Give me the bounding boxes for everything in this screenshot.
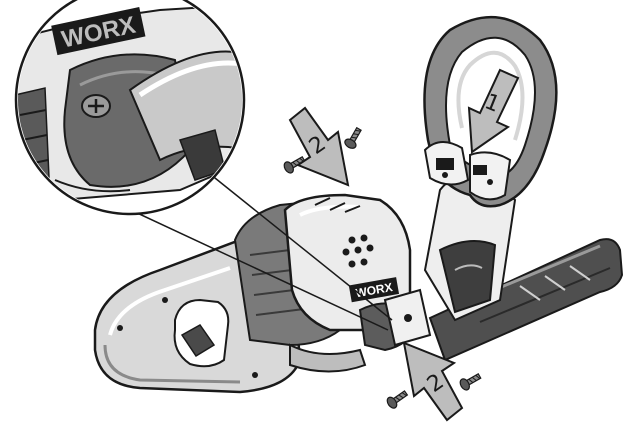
vent-holes — [342, 234, 374, 268]
trimmer-housing: WORX — [93, 193, 432, 394]
housing-logo-text: WORX — [354, 280, 393, 300]
detail-callout-circle: WORX — [14, 0, 246, 216]
step-1-arrow: 1 — [467, 68, 520, 154]
step-2-arrow-top: 2 — [288, 106, 350, 187]
screw-bottom-left — [386, 390, 409, 409]
callout-leader-lines — [119, 169, 393, 331]
handle-bracket — [423, 173, 517, 322]
step-2-arrow-bottom: 2 — [402, 341, 464, 422]
screw-top-right — [344, 126, 362, 149]
screw-bottom-right — [459, 372, 482, 391]
